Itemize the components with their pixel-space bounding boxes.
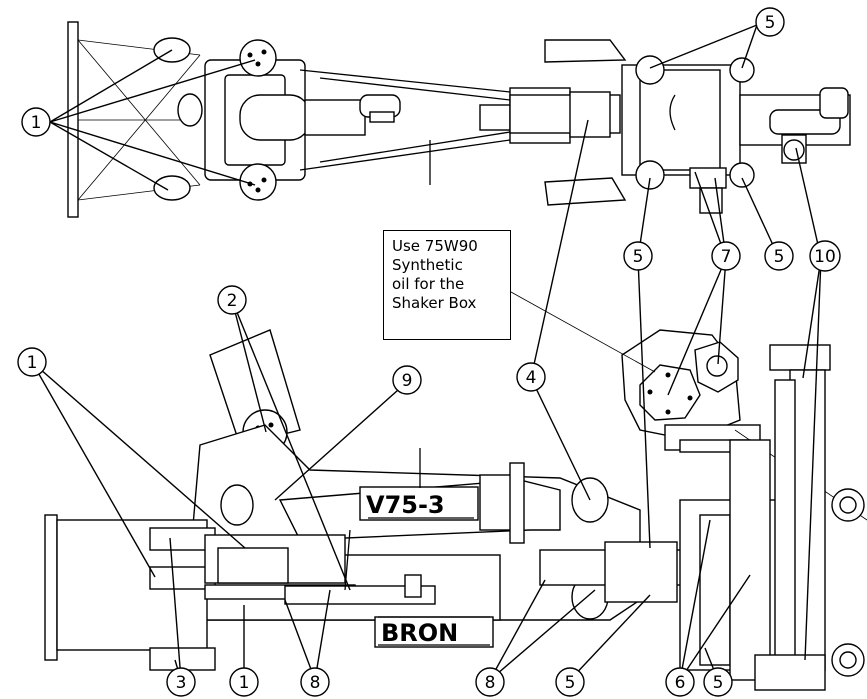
callout-8-left-text: 8 xyxy=(310,673,321,693)
note-line-3: oil for the xyxy=(392,275,465,293)
oil-note-box: Use 75W90 Synthetic oil for the Shaker B… xyxy=(383,230,511,340)
note-line-2: Synthetic xyxy=(392,256,463,274)
callout-3: 3 xyxy=(166,667,196,697)
callout-5-bottom: 5 xyxy=(555,667,585,697)
callout-5-bottom-right: 5 xyxy=(703,667,733,697)
callout-8-right: 8 xyxy=(475,667,505,697)
callout-5-mid-left-text: 5 xyxy=(633,247,644,267)
callout-5-mid-left: 5 xyxy=(623,241,653,271)
callout-10: 10 xyxy=(809,240,841,272)
callout-1-bottom-text: 1 xyxy=(239,673,250,693)
callout-1-top-text: 1 xyxy=(31,113,42,133)
callout-4: 4 xyxy=(516,362,546,392)
callout-9: 9 xyxy=(392,365,422,395)
callout-6-text: 6 xyxy=(675,673,686,693)
callout-10-text: 10 xyxy=(814,247,836,267)
callout-5-top-text: 5 xyxy=(765,13,776,33)
callout-9-text: 9 xyxy=(402,371,413,391)
callout-5-mid-right: 5 xyxy=(764,241,794,271)
shaker-box-detail xyxy=(621,329,867,521)
callouts: 1 5 5 7 5 10 2 1 xyxy=(17,7,841,697)
model-label: V75-3 xyxy=(366,491,445,519)
callout-7-text: 7 xyxy=(721,247,732,267)
callout-5-bottom-text: 5 xyxy=(565,673,576,693)
side-view-machine: V75-3 BRON xyxy=(44,329,865,691)
callout-4-text: 4 xyxy=(526,368,537,388)
callout-1-bottom: 1 xyxy=(229,667,259,697)
callout-5-top: 5 xyxy=(755,7,785,37)
callout-1-left: 1 xyxy=(17,347,47,377)
note-line-1: Use 75W90 xyxy=(392,237,478,255)
callout-1-left-text: 1 xyxy=(27,353,38,373)
callout-8-right-text: 8 xyxy=(485,673,496,693)
top-view-machine xyxy=(67,21,851,218)
callout-1-top: 1 xyxy=(21,107,51,137)
callout-5-mid-right-text: 5 xyxy=(774,247,785,267)
callout-2-text: 2 xyxy=(227,291,238,311)
callout-3-text: 3 xyxy=(176,673,187,693)
callout-7: 7 xyxy=(711,241,741,271)
note-line-4: Shaker Box xyxy=(392,294,477,312)
callout-6: 6 xyxy=(665,667,695,697)
callout-2: 2 xyxy=(217,285,247,315)
brand-label: BRON xyxy=(381,619,458,647)
callout-8-left: 8 xyxy=(300,667,330,697)
callout-5-bottom-right-text: 5 xyxy=(713,673,724,693)
